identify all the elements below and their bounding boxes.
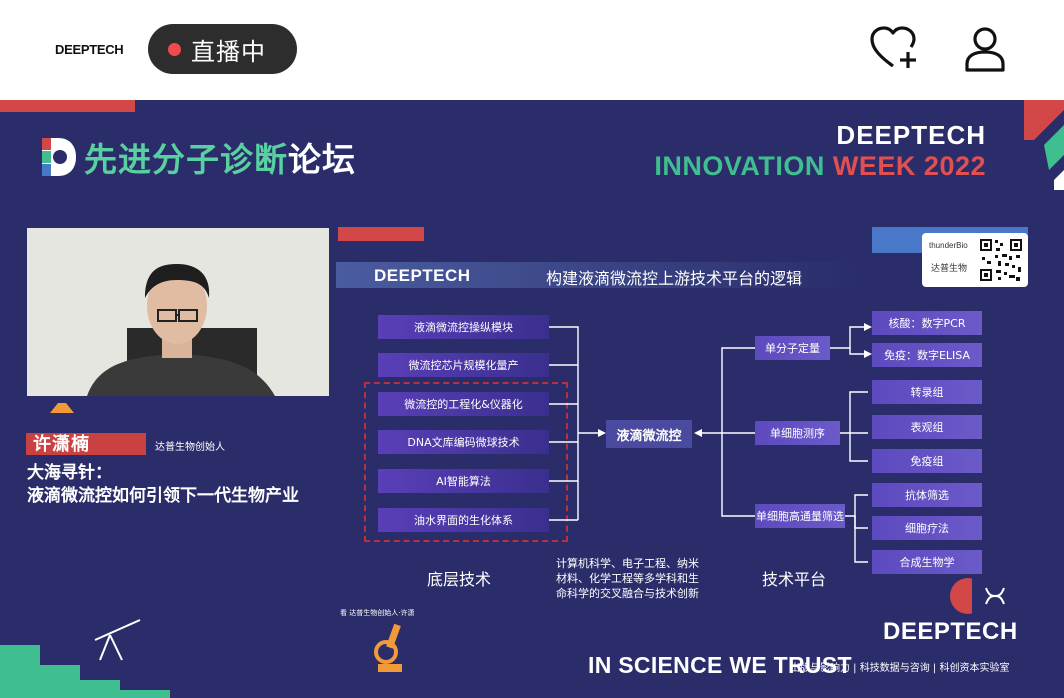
cross-line-3: 命科学的交叉融合与技术创新 <box>556 587 699 600</box>
forum-title-main: 先进分子诊断 <box>84 140 288 179</box>
app-box-7: 细胞疗法 <box>872 516 982 540</box>
name-highlight <box>26 433 146 455</box>
live-label: 直播中 <box>191 37 266 66</box>
base-tech-box-3: 微流控的工程化&仪器化 <box>378 392 549 416</box>
slide-header-bar <box>336 262 856 288</box>
app-logo: DEEPTECH <box>55 42 124 57</box>
app-box-8: 合成生物学 <box>872 550 982 574</box>
talk-title-line2: 液滴微流控如何引领下一代生物产业 <box>27 486 299 506</box>
highlight-frame <box>364 382 568 542</box>
base-tech-box-2: 微流控芯片规模化量产 <box>378 353 549 377</box>
speaker-role: 达普生物创始人 <box>155 442 225 453</box>
speaker-name: 许潇楠 <box>33 434 90 455</box>
slide-decor-bar <box>338 227 424 241</box>
label-base-tech: 底层技术 <box>427 570 492 589</box>
app-box-6: 抗体筛选 <box>872 483 982 507</box>
platform-box-1: 单分子定量 <box>755 336 830 360</box>
label-cross-discipline: 计算机科学、电子工程、纳米 材料、化学工程等多学科和生 命科学的交叉融合与技术创… <box>556 556 699 601</box>
forum-logo-icon <box>42 138 76 176</box>
top-bar: DEEPTECH 直播中 <box>0 0 1064 100</box>
live-stream-view[interactable]: 先进分子诊断 论坛 DEEPTECH INNOVATION WEEK 2022 … <box>0 100 1064 698</box>
speaker-icon <box>50 403 74 413</box>
event-brand-innovation: INNOVATION <box>654 151 833 181</box>
footer-slogan: IN SCIENCE WE TRUST <box>588 652 852 678</box>
cross-line-2: 材料、化学工程等多学科和生 <box>556 572 699 585</box>
app-box-5: 免疫组 <box>872 449 982 473</box>
app-box-2: 免疫：数字ELISA <box>872 343 982 367</box>
cross-line-1: 计算机科学、电子工程、纳米 <box>556 557 699 570</box>
label-platform: 技术平台 <box>762 570 827 589</box>
event-brand-week: WEEK 2022 <box>832 151 986 181</box>
heart-plus-icon[interactable] <box>866 22 920 76</box>
decor-bar <box>0 100 135 112</box>
event-brand-name: DEEPTECH <box>836 120 986 150</box>
diagram-connectors <box>549 323 872 563</box>
base-tech-box-6: 油水界面的生化体系 <box>378 508 549 532</box>
center-node: 液滴微流控 <box>606 420 692 448</box>
speaker-video <box>27 228 329 396</box>
base-tech-box-1: 液滴微流控操纵模块 <box>378 315 549 339</box>
live-badge[interactable]: 直播中 <box>148 24 297 74</box>
forum-title: 先进分子诊断 论坛 <box>38 133 356 181</box>
base-tech-box-5: AI智能算法 <box>378 469 549 493</box>
event-brand: DEEPTECH INNOVATION WEEK 2022 <box>654 120 986 182</box>
app-box-4: 表观组 <box>872 415 982 439</box>
app-box-3: 转录组 <box>872 380 982 404</box>
talk-title-line1: 大海寻针： <box>27 463 112 483</box>
app-box-1: 核酸：数字PCR <box>872 311 982 335</box>
slide-title: 构建液滴微流控上游技术平台的逻辑 <box>546 269 803 288</box>
decor-stripes <box>1024 100 1064 190</box>
mini-caption: 看 达普生物创始人·许潇 <box>340 609 415 617</box>
platform-box-3: 单细胞高通量筛选 <box>755 504 845 528</box>
live-dot-icon <box>168 42 181 56</box>
forum-title-suffix: 论坛 <box>288 140 356 179</box>
dna-icon <box>950 578 1010 614</box>
qr-code-icon <box>978 237 1024 283</box>
sponsor-logo: thunderBio <box>929 241 968 250</box>
slide-logo: DEEPTECH <box>374 266 471 285</box>
sponsor-card: thunderBio 达普生物 <box>922 233 1028 287</box>
platform-box-2: 单细胞测序 <box>755 421 840 445</box>
decor-steps <box>0 619 170 698</box>
footer-brand: DEEPTECH <box>883 618 1018 645</box>
sponsor-name: 达普生物 <box>931 264 968 274</box>
microscope-icon <box>374 623 402 672</box>
footer-tagline: 出版与影响力 | 科技数据与咨询 | 科创资本实验室 <box>790 663 1010 674</box>
user-icon[interactable] <box>958 22 1012 76</box>
base-tech-box-4: DNA文库编码微球技术 <box>378 430 549 454</box>
speaker-portrait <box>27 228 329 396</box>
